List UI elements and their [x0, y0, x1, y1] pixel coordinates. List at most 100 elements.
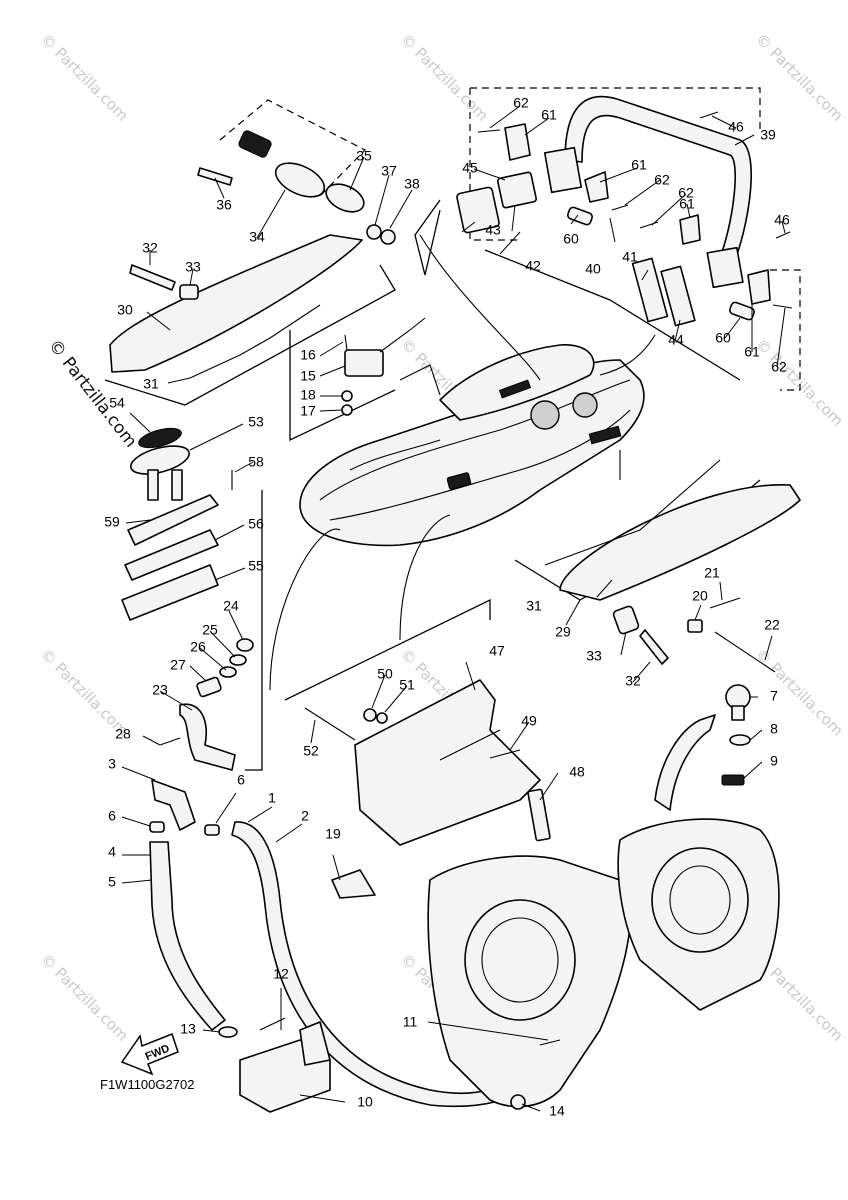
callout-20: 20 [692, 588, 708, 604]
cover-plate [504, 123, 531, 161]
nozzle-bore [651, 847, 749, 953]
callout-32: 32 [142, 240, 158, 256]
cover-plate [679, 214, 701, 245]
group-brackets [104, 87, 801, 771]
plate-56 [124, 529, 219, 581]
gasket [325, 183, 365, 213]
watermark: © Partzilla.com [752, 30, 847, 125]
handle-bracket-right [706, 246, 744, 289]
relay-harness [379, 317, 426, 353]
callout-41: 41 [622, 249, 638, 265]
callout-31: 31 [526, 598, 542, 614]
callout-27: 27 [170, 657, 186, 673]
fwd-arrow: FWD [120, 1033, 179, 1076]
intake-bore [464, 899, 576, 1021]
electrical-parts [341, 317, 426, 416]
stud [147, 469, 159, 501]
cleat-base-53 [130, 445, 190, 475]
hull-fitting [530, 400, 560, 430]
callout-34: 34 [249, 229, 265, 245]
callout-3: 3 [108, 756, 116, 772]
callout-61: 61 [541, 107, 557, 123]
watermark: © Partzilla.com [752, 645, 847, 740]
bolt [477, 129, 501, 133]
callout-59: 59 [104, 514, 120, 530]
callout-28: 28 [115, 726, 131, 742]
damper-block [456, 186, 500, 234]
pointer [599, 334, 656, 376]
pointer-lines [269, 234, 656, 691]
hull-fitting [572, 392, 598, 418]
jet-pump-housing [427, 684, 780, 1110]
callout-7: 7 [770, 688, 778, 704]
callout-11: 11 [403, 1014, 418, 1030]
callout-33: 33 [185, 259, 201, 275]
damper-block [497, 171, 537, 209]
lock-bezel [274, 162, 326, 198]
callout-33: 33 [586, 648, 602, 664]
callout-43: 43 [485, 222, 501, 238]
callout-52: 52 [303, 743, 319, 759]
hull-fitting [446, 472, 472, 490]
lock-cylinder [238, 130, 272, 158]
hex-nut-24 [236, 638, 254, 652]
callout-60: 60 [715, 330, 731, 346]
rail-cover-29 [559, 484, 801, 601]
hull-line [349, 439, 441, 471]
callout-12: 12 [273, 966, 289, 982]
stud [171, 469, 183, 501]
plug-stem [731, 705, 745, 721]
bolt-32 [639, 629, 669, 665]
callout-39: 39 [760, 127, 776, 143]
clip-20 [687, 619, 703, 633]
cleat-54 [138, 427, 182, 449]
callout-6: 6 [108, 808, 116, 824]
grab-handle-assembly [456, 95, 793, 327]
intake-bore-inner [481, 917, 559, 1003]
callout-22: 22 [764, 617, 780, 633]
callout-51: 51 [399, 677, 415, 693]
nut-17 [341, 404, 353, 416]
bolt [772, 304, 793, 309]
callout-14: 14 [549, 1103, 565, 1119]
bolt [775, 231, 791, 239]
relay-box [344, 349, 384, 377]
o-ring-8 [729, 734, 751, 746]
clamp-13 [218, 1026, 238, 1038]
rail-cover-left [109, 234, 363, 373]
bracket-48 [527, 788, 551, 842]
bracket-grab-handle [414, 199, 441, 276]
fitting-27 [196, 676, 222, 698]
water-pipe [654, 714, 716, 811]
callout-21: 21 [704, 565, 720, 581]
callout-16: 16 [300, 347, 316, 363]
pointer [269, 528, 341, 691]
washer-26 [219, 666, 237, 678]
callout-23: 23 [152, 682, 168, 698]
callout-26: 26 [190, 639, 206, 655]
callout-24: 24 [223, 598, 239, 614]
bolt [611, 204, 629, 211]
callout-5: 5 [108, 874, 116, 890]
hull-outline [299, 359, 645, 547]
callout-38: 38 [404, 176, 420, 192]
bolt-36 [197, 167, 233, 186]
nipple-11 [539, 1039, 561, 1046]
cable-tie-52 [304, 707, 356, 741]
callout-58: 58 [248, 454, 264, 470]
callout-15: 15 [300, 368, 316, 384]
callout-2: 2 [301, 808, 309, 824]
cover-plate [584, 171, 609, 203]
callout-62: 62 [678, 185, 694, 201]
callout-53: 53 [248, 414, 264, 430]
callout-48: 48 [569, 764, 585, 780]
callout-17: 17 [300, 403, 316, 419]
plate-55 [121, 564, 219, 621]
callout-62: 62 [771, 359, 787, 375]
rail-rod [189, 304, 321, 379]
pointer [419, 234, 541, 381]
pointer [399, 514, 451, 641]
callout-29: 29 [555, 624, 571, 640]
